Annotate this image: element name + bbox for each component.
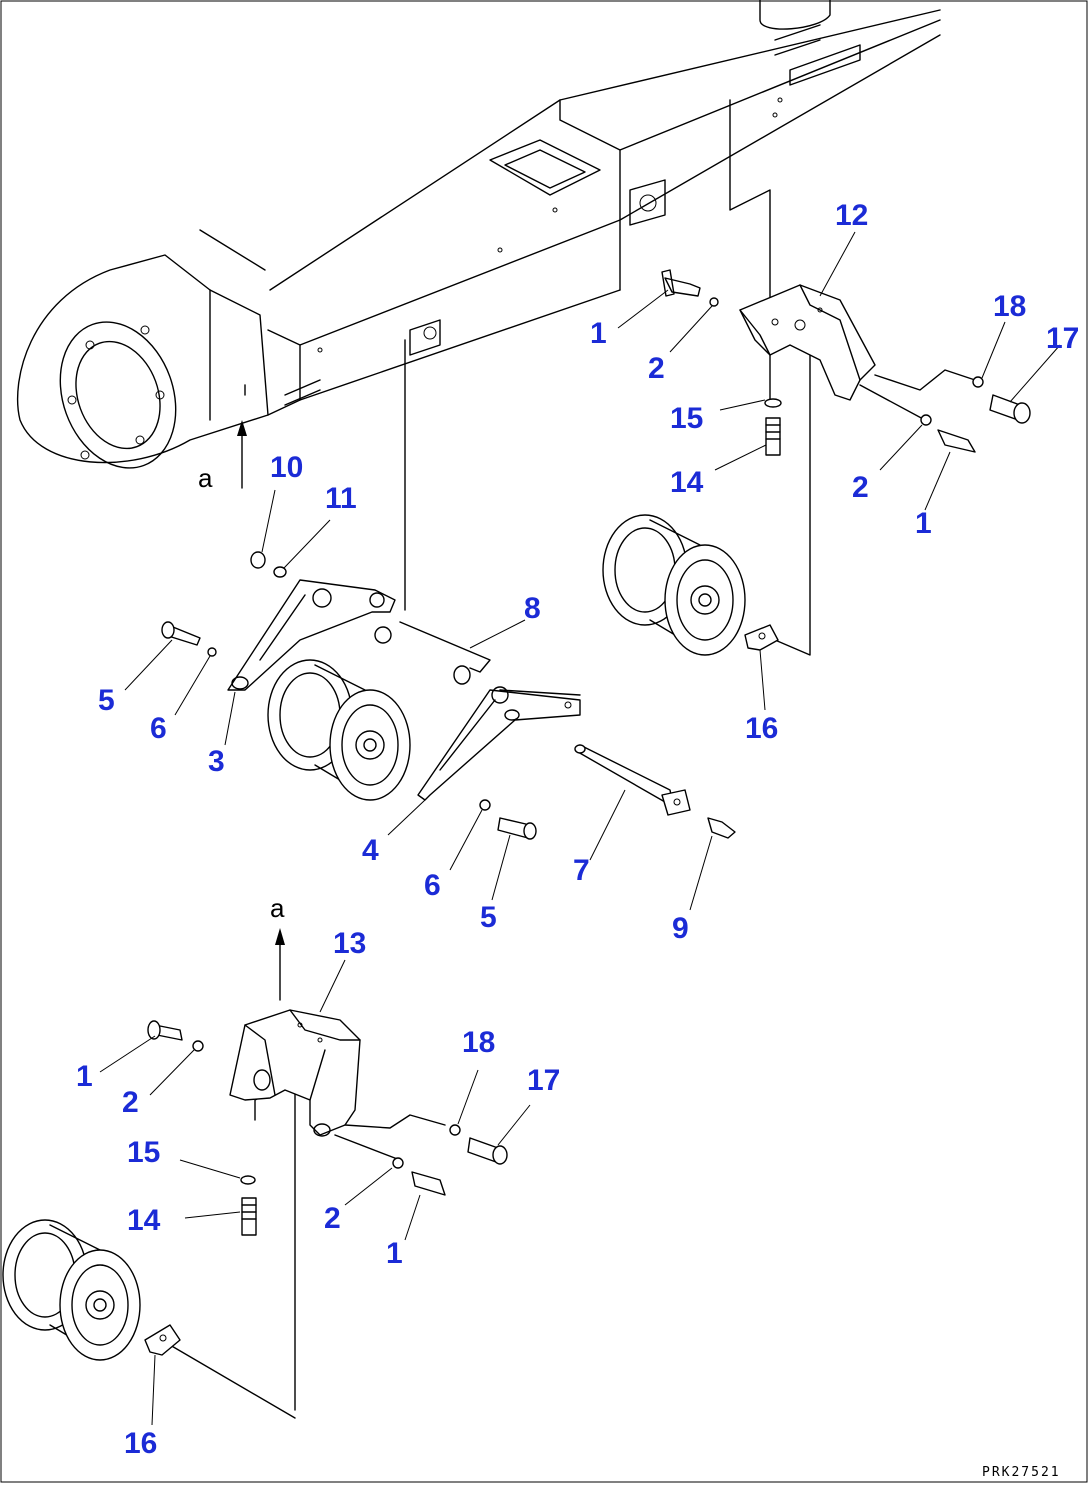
callout-5-left: 5	[98, 684, 115, 717]
washer-18-top	[972, 376, 984, 388]
bolt-17-lower	[467, 1137, 508, 1165]
fitting-9	[707, 817, 736, 839]
callout-17-lower: 17	[527, 1064, 560, 1097]
callout-1-top-right: 1	[915, 507, 932, 540]
callout-4: 4	[362, 834, 379, 867]
shaft-7	[574, 744, 691, 816]
washer-15-top	[764, 398, 782, 408]
track-roller-lower	[2, 1219, 141, 1361]
callout-9: 9	[672, 912, 689, 945]
cap-16-lower	[144, 1324, 181, 1356]
callout-18-top: 18	[993, 290, 1026, 323]
bracket-12	[739, 284, 976, 421]
callout-6-right: 6	[424, 869, 441, 902]
bracket-13	[229, 1009, 446, 1161]
callout-2-top-right: 2	[852, 471, 869, 504]
link-4	[417, 686, 581, 801]
washer-2-top-right	[920, 414, 932, 426]
bolt-1-lower-left	[147, 1020, 183, 1041]
callout-1-top-left: 1	[590, 317, 607, 350]
bolt-1-lower-right	[411, 1171, 446, 1196]
callout-7: 7	[573, 854, 590, 887]
callout-1-lower-right: 1	[386, 1237, 403, 1270]
callout-2-lower-left: 2	[122, 1086, 139, 1119]
bolt-14-top	[765, 417, 781, 456]
bolt-1-top-right	[937, 429, 976, 453]
callout-14-lower: 14	[127, 1204, 161, 1237]
washer-15-lower	[240, 1175, 256, 1185]
washer-2-top-left	[709, 297, 719, 307]
callout-6-left: 6	[150, 712, 167, 745]
leader-cap-16-lower	[169, 1344, 296, 1419]
callout-15-top: 15	[670, 402, 703, 435]
link-3	[227, 579, 396, 691]
bolt-14-lower	[241, 1197, 257, 1236]
washer-2-lower-left	[192, 1040, 204, 1052]
view-ref-a-bottom: a	[270, 893, 285, 923]
washer-6-right	[479, 799, 491, 811]
leader-bracket-12-lower	[769, 314, 811, 656]
view-arrow-top: a	[198, 420, 247, 493]
washer-11	[273, 566, 287, 578]
callout-leaders	[99, 231, 1061, 1426]
callout-13: 13	[333, 927, 366, 960]
callout-16-lower: 16	[124, 1427, 157, 1460]
washer-10	[250, 551, 266, 569]
bolt-1-top-left	[661, 269, 701, 297]
callout-14-top: 14	[670, 466, 704, 499]
callout-3: 3	[208, 745, 225, 778]
callout-12: 12	[835, 199, 868, 232]
track-frame	[16, 0, 941, 469]
callout-17-top: 17	[1046, 322, 1079, 355]
leader-bracket-13	[254, 1079, 296, 1411]
callout-11: 11	[325, 482, 357, 515]
cap-16-upper	[744, 624, 779, 651]
callout-2-lower-right: 2	[324, 1202, 341, 1235]
callout-16-upper: 16	[745, 712, 778, 745]
callout-5-right: 5	[480, 901, 497, 934]
callout-8: 8	[524, 592, 541, 625]
drawing-code: PRK27521	[982, 1465, 1061, 1480]
bolt-5-left	[161, 621, 201, 646]
bushing-8	[374, 621, 491, 685]
track-roller-upper-right	[602, 514, 746, 656]
callout-1-lower-left: 1	[76, 1060, 93, 1093]
bolt-5-right	[497, 817, 537, 840]
washer-18-lower	[449, 1124, 461, 1136]
washer-6-left	[207, 647, 217, 657]
leader-bracket-12	[729, 99, 771, 401]
washer-2-lower-right	[392, 1157, 404, 1169]
callout-18-lower: 18	[462, 1026, 495, 1059]
track-roller-mid	[267, 659, 411, 801]
callout-2-top-left: 2	[648, 352, 665, 385]
view-arrow-bottom: a	[270, 893, 285, 1001]
view-ref-a-top: a	[198, 463, 213, 493]
callout-15-lower: 15	[127, 1136, 160, 1169]
callout-numbers: 1 2 15 14 12 18 17 2 1 10 11 8 5 6 3 16 …	[76, 199, 1079, 1460]
bolt-17-top	[989, 394, 1031, 424]
callout-10: 10	[270, 451, 303, 484]
